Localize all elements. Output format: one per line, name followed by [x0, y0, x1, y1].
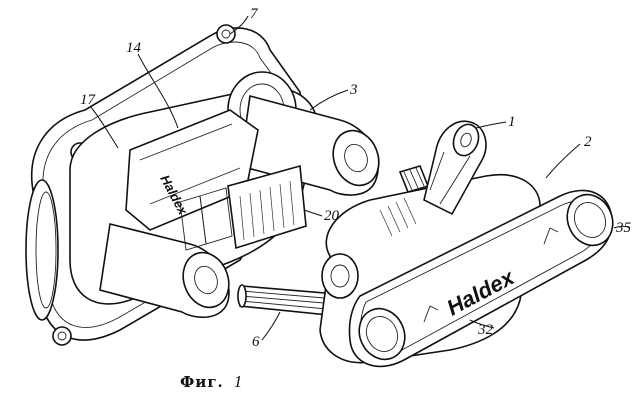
ref-3: 3: [349, 82, 358, 98]
ref-32: 32: [477, 322, 494, 338]
ref-6: 6: [252, 334, 260, 350]
ref-2: 2: [584, 134, 592, 150]
ref-20: 20: [324, 208, 340, 224]
ref-14: 14: [126, 40, 142, 56]
caption-prefix: Фиг.: [180, 373, 224, 391]
ref-35: 35: [615, 220, 632, 236]
ref-1: 1: [508, 114, 516, 130]
ref-17: 17: [80, 92, 97, 108]
seal-ring: [26, 180, 58, 320]
caption-number: 1: [234, 372, 244, 391]
ref-7: 7: [250, 6, 259, 22]
figure-caption: Фиг. 1: [180, 372, 243, 392]
